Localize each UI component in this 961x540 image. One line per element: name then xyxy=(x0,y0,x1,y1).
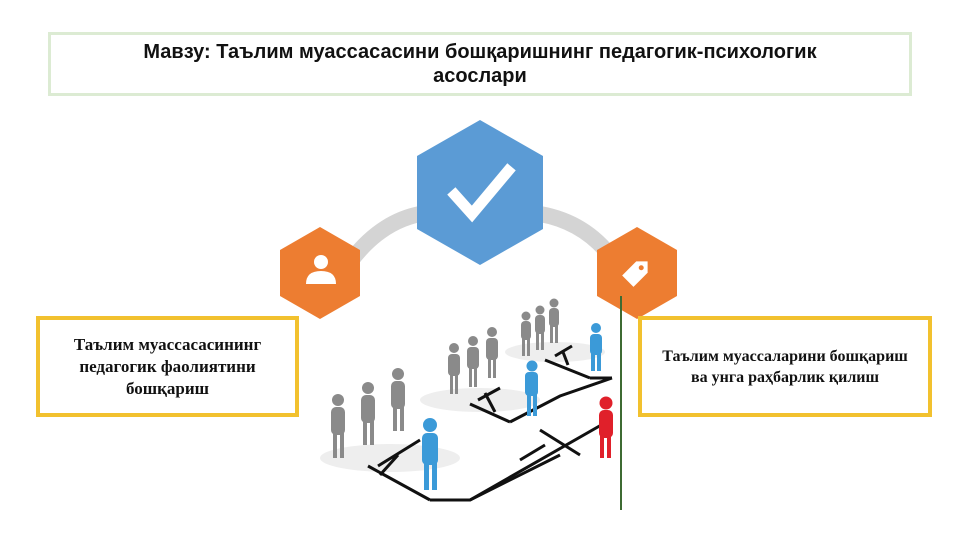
right-hexagon xyxy=(597,227,677,319)
org-structure-image xyxy=(320,298,613,502)
tag-icon xyxy=(622,261,648,287)
left-card-text: Таълим муассасасининг педагогик фаолияти… xyxy=(73,334,262,398)
leader-figure xyxy=(599,396,613,458)
left-card: Таълим муассасасининг педагогик фаолияти… xyxy=(36,316,299,417)
check-icon xyxy=(447,163,516,223)
connector-arc-left xyxy=(342,206,428,270)
page-title: Мавзу: Таълим муассасасини бошқаришнинг … xyxy=(143,41,817,87)
center-hexagon xyxy=(417,120,543,265)
right-card-text: Таълим муассаларини бошқариш ва унга раҳ… xyxy=(662,347,908,386)
title-box: Мавзу: Таълим муассасасини бошқаришнинг … xyxy=(48,32,912,96)
person-icon xyxy=(306,255,336,284)
right-card: Таълим муассаларини бошқариш ва унга раҳ… xyxy=(638,316,932,417)
left-hexagon xyxy=(280,227,360,319)
